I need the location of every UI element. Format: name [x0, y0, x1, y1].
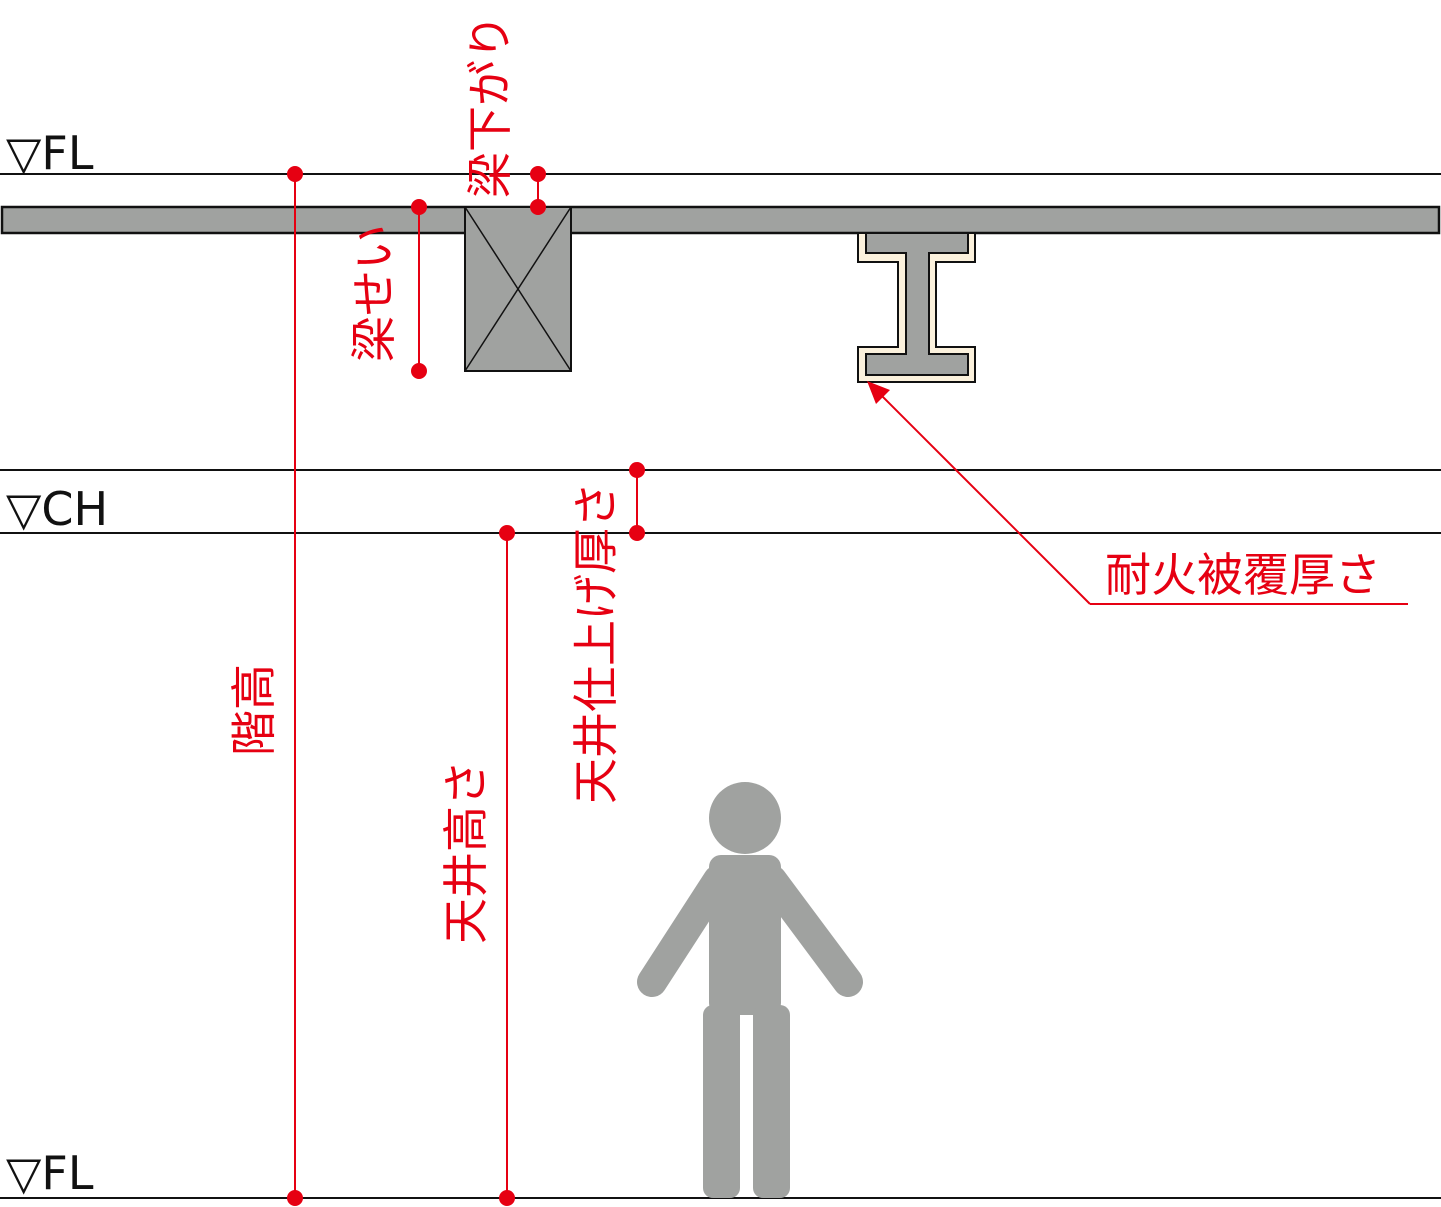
level-fl-bottom: ▽FL: [6, 1146, 94, 1200]
coating-leader: [867, 381, 1408, 605]
label-beam-depth: 梁せい: [347, 224, 401, 362]
concrete-beam: [464, 206, 572, 372]
level-fl-top: ▽FL: [6, 126, 94, 180]
label-fireproof-coating: 耐火被覆厚さ: [1105, 548, 1381, 602]
floor-slab: [0, 205, 1441, 235]
steel-i-beam: [857, 232, 976, 383]
beam-depth-dimension: [411, 199, 427, 379]
beam-drop-dimension: [530, 166, 546, 215]
person-icon: [637, 782, 863, 1198]
label-floor-height: 階高: [227, 664, 281, 756]
label-ceiling-height: 天井高さ: [439, 760, 493, 944]
ceiling-height-dimension: [499, 525, 515, 1206]
label-beam-drop: 梁下がり: [463, 14, 517, 198]
level-ch: ▽CH: [6, 482, 108, 536]
floor-height-dimension: [287, 166, 303, 1206]
ceiling-finish-dimension: [629, 462, 645, 541]
arrow-icon: [867, 381, 890, 404]
label-ceiling-finish-thickness: 天井仕上げ厚さ: [569, 482, 623, 804]
